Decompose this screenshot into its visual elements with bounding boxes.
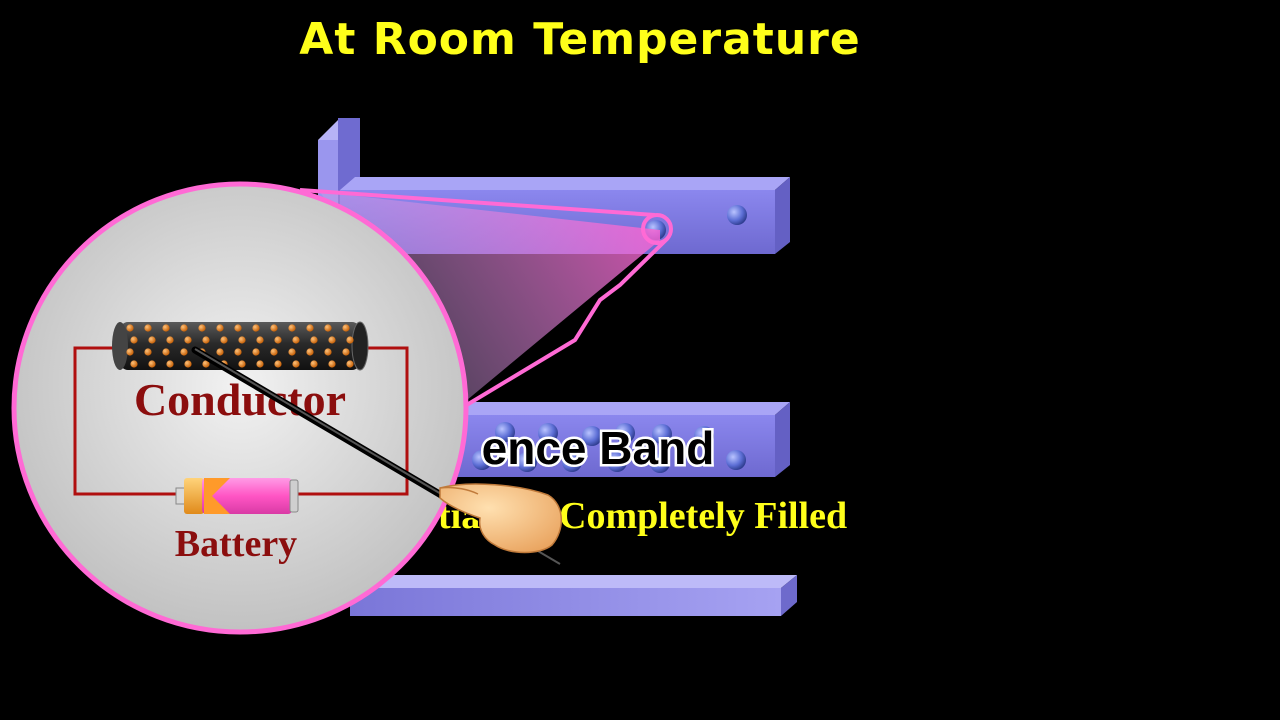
page-title: At Room Temperature [299, 14, 861, 65]
free-electron [342, 324, 350, 332]
electron [582, 426, 602, 446]
electron [495, 422, 515, 442]
free-electron [130, 360, 138, 368]
free-electron [328, 360, 336, 368]
free-electron [256, 336, 264, 344]
free-electron [130, 336, 138, 344]
free-electron [238, 336, 246, 344]
free-electron [346, 336, 354, 344]
free-electron [162, 324, 170, 332]
bottom-axis-band [350, 575, 797, 616]
electron [472, 450, 492, 470]
free-electron [234, 348, 242, 356]
free-electron [288, 348, 296, 356]
free-electron [144, 324, 152, 332]
free-electron [292, 336, 300, 344]
free-electrons [126, 324, 354, 368]
electron [517, 452, 537, 472]
free-electron [306, 324, 314, 332]
free-electron [166, 360, 174, 368]
free-electron [202, 336, 210, 344]
free-electron [288, 324, 296, 332]
free-electron [274, 360, 282, 368]
free-electron [184, 336, 192, 344]
electron [727, 205, 747, 225]
electron [607, 452, 627, 472]
free-electron [148, 360, 156, 368]
free-electron [292, 360, 300, 368]
free-electron [342, 348, 350, 356]
free-electron [252, 348, 260, 356]
pointer-hand [191, 346, 569, 572]
free-electron [126, 324, 134, 332]
electron [726, 450, 746, 470]
valence-band-label: ence Band [482, 422, 715, 474]
free-electron [162, 348, 170, 356]
free-electron [256, 360, 264, 368]
free-electron [144, 348, 152, 356]
free-electron [346, 360, 354, 368]
free-electron [198, 324, 206, 332]
free-electron [216, 348, 224, 356]
conductor-rod [112, 321, 369, 371]
free-electron [270, 348, 278, 356]
valence-electrons [472, 422, 746, 473]
free-electron [166, 336, 174, 344]
magnifier-focus-ring [641, 213, 673, 245]
free-electron [184, 360, 192, 368]
free-electron [220, 336, 228, 344]
free-electron [252, 324, 260, 332]
free-electron [148, 336, 156, 344]
free-electron [180, 348, 188, 356]
free-electron [274, 336, 282, 344]
free-electron [328, 336, 336, 344]
battery-label: Battery [175, 523, 297, 565]
electron [538, 423, 558, 443]
electron [694, 426, 714, 446]
filled-caption: Completely Filled [559, 495, 847, 537]
free-electron [270, 324, 278, 332]
electron [615, 423, 635, 443]
magnifier-beam [320, 192, 660, 410]
free-electron [216, 324, 224, 332]
free-electron [324, 348, 332, 356]
free-electron [126, 348, 134, 356]
electron [650, 453, 670, 473]
free-electron [306, 348, 314, 356]
magnified-inset: Conductor Battery [11, 181, 469, 635]
free-electron [324, 324, 332, 332]
electron [652, 424, 672, 444]
free-electron [202, 360, 210, 368]
magnifier-beam-edge [453, 236, 670, 414]
free-electron [180, 324, 188, 332]
electron [562, 452, 582, 472]
free-electron [310, 360, 318, 368]
free-electron [310, 336, 318, 344]
free-electron [234, 324, 242, 332]
free-electron [238, 360, 246, 368]
battery-icon [175, 478, 299, 514]
magnifier-beam-edge [299, 188, 656, 217]
